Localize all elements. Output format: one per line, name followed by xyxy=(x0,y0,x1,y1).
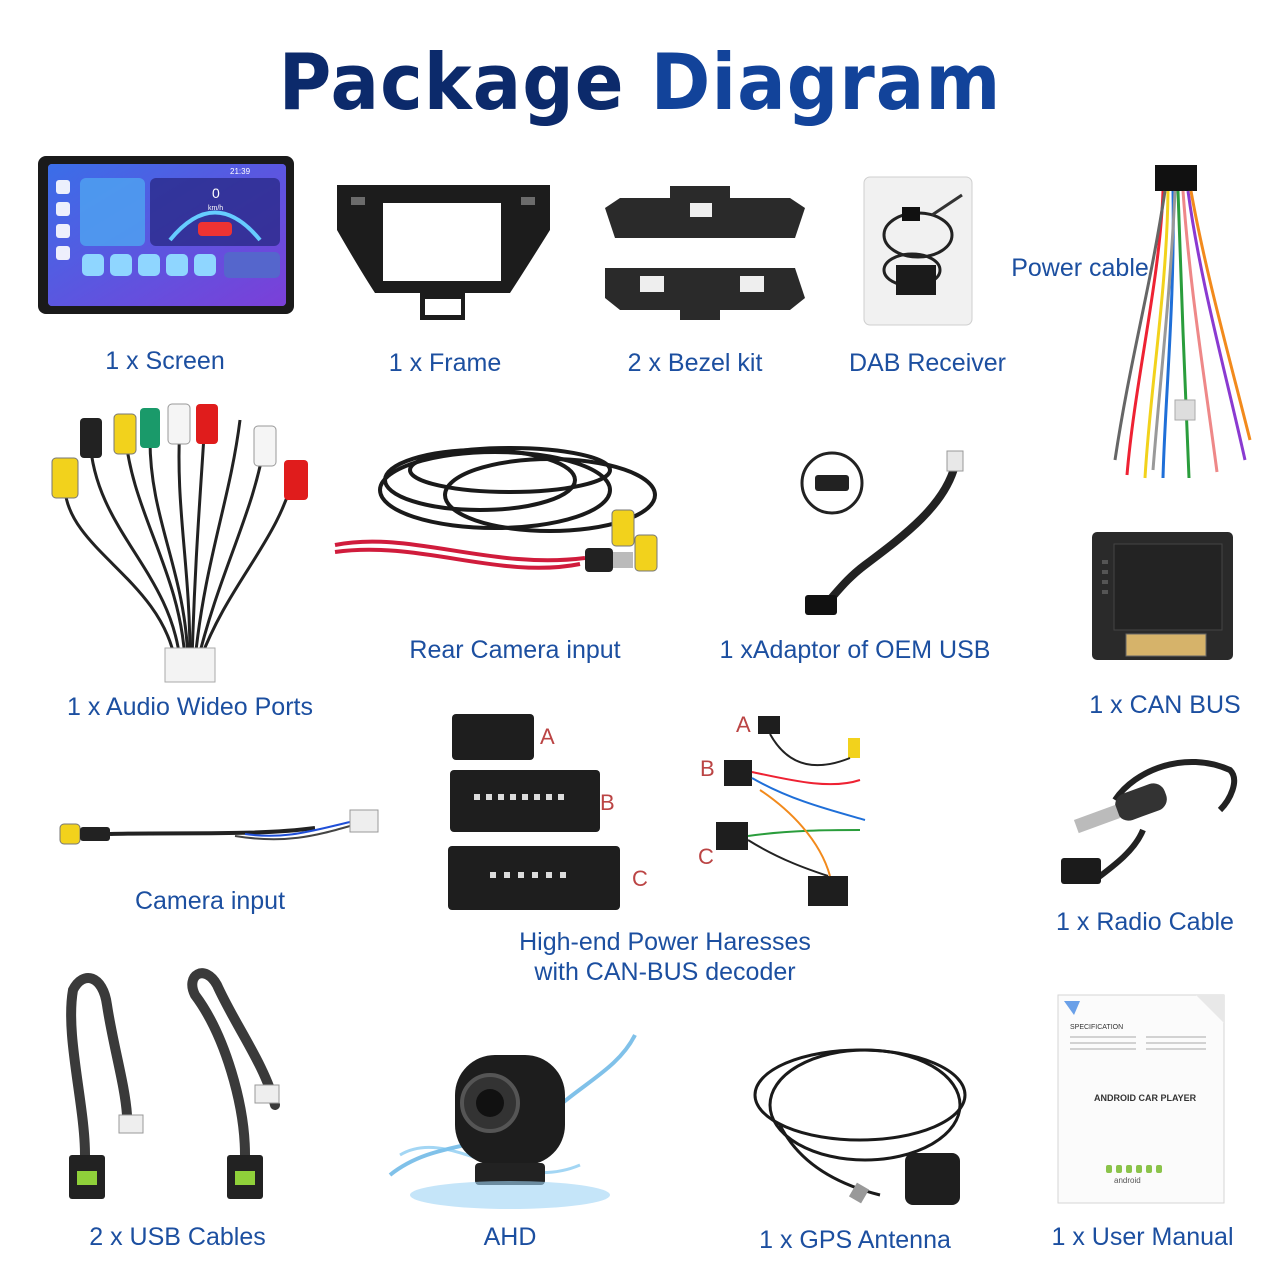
camera-item xyxy=(55,800,385,860)
dab-label: DAB Receiver xyxy=(849,349,1006,377)
frame-item xyxy=(325,175,560,335)
radio-label: 1 x Radio Cable xyxy=(1056,908,1234,936)
camera-image xyxy=(59,809,379,845)
audio-image xyxy=(51,403,308,683)
harness-letter-c-right: C xyxy=(698,844,714,869)
manual-brand: android xyxy=(1114,1176,1141,1185)
manual-product: ANDROID CAR PLAYER xyxy=(1094,1093,1197,1103)
harness-cable-image xyxy=(716,716,866,906)
ahd-image xyxy=(388,1034,637,1209)
dab-item xyxy=(862,175,974,327)
camera-label: Camera input xyxy=(134,887,286,915)
radio-image xyxy=(1061,759,1238,884)
gps-item xyxy=(740,1035,980,1215)
harness-cable-item xyxy=(700,710,880,910)
audio-label: 1 x Audio Wideo Ports xyxy=(67,693,313,721)
screen-speed-unit: km/h xyxy=(208,205,223,212)
harness-letter-c-left: C xyxy=(632,866,648,891)
usb-label: 2 x USB Cables xyxy=(89,1223,266,1251)
oem-usb-image xyxy=(800,450,964,615)
canbus-item xyxy=(1090,530,1235,662)
ahd-label: AHD xyxy=(483,1223,537,1251)
harness-connectors-item xyxy=(440,708,660,913)
power-item xyxy=(1105,160,1255,485)
screen-image: 21:39 0 km/h xyxy=(38,156,294,314)
rear-camera-label: Rear Camera input xyxy=(409,636,621,664)
gps-label: 1 x GPS Antenna xyxy=(759,1226,951,1254)
manual-spec: SPECIFICATION xyxy=(1070,1024,1123,1031)
screen-label: 1 x Screen xyxy=(105,347,225,375)
frame-image xyxy=(337,185,550,320)
screen-speed: 0 xyxy=(212,185,220,201)
title-word-diagram: Diagram xyxy=(650,36,1002,128)
screen-time: 21:39 xyxy=(230,167,251,176)
manual-image: SPECIFICATION ANDROID CAR PLAYER android xyxy=(1057,994,1225,1204)
bezel-label: 2 x Bezel kit xyxy=(627,349,763,377)
manual-item: SPECIFICATION ANDROID CAR PLAYER android xyxy=(1056,993,1226,1205)
title-word-package: Package xyxy=(278,36,625,128)
rear-camera-item xyxy=(330,440,670,610)
canbus-image xyxy=(1092,532,1233,660)
frame-label: 1 x Frame xyxy=(388,349,502,377)
oem-usb-item xyxy=(795,445,985,620)
radio-item xyxy=(1055,740,1240,890)
page-title: Package Diagram xyxy=(0,37,1280,128)
power-label: Power cable xyxy=(1011,254,1149,282)
harness-letter-a-left: A xyxy=(540,724,555,749)
power-image xyxy=(1113,165,1252,479)
bezel-item xyxy=(600,178,810,328)
ahd-item xyxy=(380,1025,640,1215)
harness-label-line2: with CAN-BUS decoder xyxy=(534,958,796,986)
usb-image xyxy=(66,968,280,1199)
gps-image xyxy=(753,1048,967,1205)
bezel-image xyxy=(605,186,805,320)
harness-letter-b-left: B xyxy=(600,790,615,815)
harness-label-line1: High-end Power Haresses xyxy=(519,928,811,956)
dab-image xyxy=(863,176,973,326)
harness-letter-a-right: A xyxy=(736,712,751,737)
harness-letter-b-right: B xyxy=(700,756,715,781)
screen-item: 21:39 0 km/h xyxy=(30,150,300,320)
harness-connectors-image xyxy=(448,714,620,910)
rear-camera-image xyxy=(334,446,658,572)
usb-item xyxy=(55,965,305,1205)
audio-item xyxy=(40,400,330,690)
oem-usb-label: 1 xAdaptor of OEM USB xyxy=(719,636,991,664)
manual-label: 1 x User Manual xyxy=(1051,1223,1234,1251)
canbus-label: 1 x CAN BUS xyxy=(1089,691,1241,719)
